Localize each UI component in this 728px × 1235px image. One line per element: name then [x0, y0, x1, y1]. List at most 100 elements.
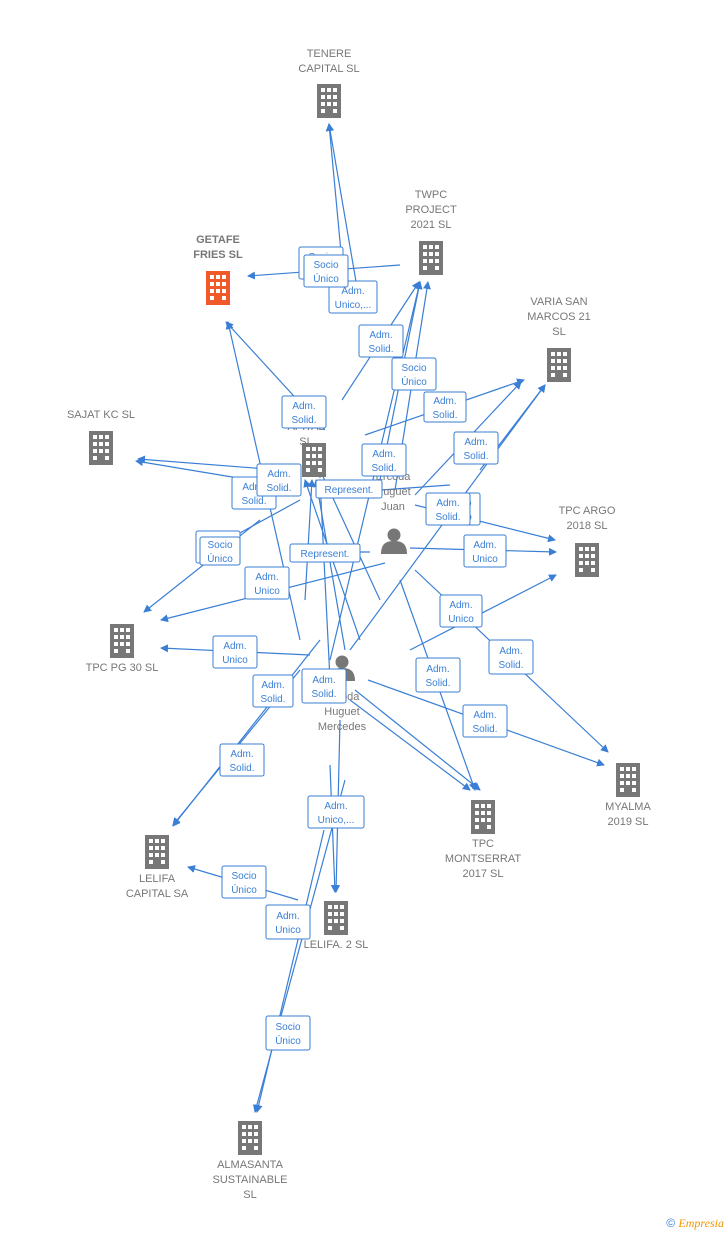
relation-label-box[interactable] [361, 443, 407, 477]
relation-label-e25[interactable]: Adm.Solid. [415, 657, 461, 693]
relation-label-box[interactable] [315, 479, 383, 499]
relation-label-e4[interactable]: Adm.Solid. [358, 324, 404, 358]
relation-label-box[interactable] [415, 657, 461, 693]
building-icon[interactable] [206, 271, 230, 305]
building-icon[interactable] [575, 543, 599, 577]
relation-label-e9[interactable]: Adm.Solid. [453, 431, 499, 465]
relation-label-text: Adm. [499, 646, 522, 657]
node-tpcpg30[interactable]: TPC PG 30 SL [86, 624, 159, 674]
building-icon[interactable] [238, 1121, 262, 1155]
building-icon[interactable] [317, 84, 341, 118]
relation-edge-e12 [137, 455, 281, 471]
relation-label-box[interactable] [244, 566, 290, 600]
building-icon[interactable] [616, 763, 640, 797]
building-icon[interactable] [110, 624, 134, 658]
relation-label-text: Solid. [291, 415, 316, 426]
building-icon[interactable] [324, 901, 348, 935]
building-icon[interactable] [547, 348, 571, 382]
node-label: Huguet [324, 706, 359, 718]
node-sajat[interactable]: SAJAT KC SL [67, 409, 135, 465]
relation-label-box[interactable] [307, 795, 365, 829]
relation-label-box[interactable] [391, 357, 437, 391]
node-label: MYALMA [605, 801, 651, 813]
relation-label-text: Adm. [242, 482, 265, 493]
relation-label-box[interactable] [252, 674, 294, 708]
relation-label-e11[interactable]: Represent. [315, 479, 383, 499]
relation-label-box[interactable] [256, 463, 302, 497]
relation-label-e23[interactable]: Adm.Solid. [219, 743, 265, 777]
building-icon[interactable] [419, 241, 443, 275]
relation-label-text: Solid. [229, 763, 254, 774]
relation-label-box[interactable] [453, 431, 499, 465]
building-icon[interactable] [471, 800, 495, 834]
relation-label-e30[interactable]: Adm.Unico [265, 904, 311, 940]
relation-label-e20[interactable]: Adm.Unico [212, 635, 258, 669]
relation-label-box[interactable] [358, 324, 404, 358]
relation-label-text: Solid. [498, 660, 523, 671]
building-icon[interactable] [89, 431, 113, 465]
relation-label-box[interactable] [462, 704, 508, 738]
relation-edge-e13 [143, 519, 261, 613]
relation-label-box[interactable] [463, 534, 507, 568]
relation-label-box[interactable] [301, 668, 347, 704]
relation-label-box[interactable] [425, 492, 471, 526]
relation-label-e21[interactable]: Adm.Solid. [425, 492, 471, 526]
relation-label-e17[interactable]: Adm.Unico [463, 534, 507, 568]
relation-label-e28[interactable]: Adm.Unico,... [307, 795, 365, 829]
relation-label-box[interactable] [488, 639, 534, 675]
relation-label-e14[interactable]: Represent. [289, 543, 361, 563]
relation-label-e6[interactable]: Adm.Solid. [281, 395, 327, 429]
person-icon[interactable] [381, 528, 407, 555]
relation-label-box[interactable] [289, 543, 361, 563]
relation-label-e8[interactable]: Adm.Solid. [423, 391, 467, 423]
node-tpcargo[interactable]: TPC ARGO 2018 SL [559, 505, 616, 577]
relation-label-box[interactable] [265, 1015, 311, 1051]
node-label: SAJAT KC SL [67, 409, 135, 421]
relation-label-e18[interactable]: Adm.Unico [439, 594, 483, 628]
node-label: PROJECT [405, 204, 457, 216]
relation-label-box[interactable] [221, 865, 267, 899]
relation-label-e26[interactable]: Adm. Solid. [488, 639, 534, 675]
relation-label-box[interactable] [281, 395, 327, 429]
relation-label-box[interactable] [212, 635, 258, 669]
node-label: 2018 SL [567, 520, 608, 532]
node-label: TPC ARGO [559, 505, 616, 517]
relation-label-box[interactable] [303, 254, 349, 288]
node-label: CAPITAL SL [298, 63, 359, 75]
building-icon[interactable] [145, 835, 169, 869]
relation-label-e22[interactable]: Adm.Solid. [252, 674, 294, 708]
relation-label-box[interactable] [199, 536, 241, 566]
relation-label-e27[interactable]: Adm.Solid. [462, 704, 508, 738]
relation-label-text: Socio [313, 260, 338, 271]
relation-label-e24[interactable]: Adm.Solid. [301, 668, 347, 704]
relation-label-e12[interactable]: Adm.Solid. [256, 463, 302, 497]
relation-label-e7[interactable]: Adm.Solid. [361, 443, 407, 477]
relation-label-box[interactable] [328, 280, 378, 314]
relation-label-box[interactable] [265, 904, 311, 940]
node-lelifa2[interactable]: LELIFA. 2 SL [304, 901, 369, 951]
building-icon[interactable] [302, 443, 326, 477]
connector-line [349, 699, 471, 791]
copyright-symbol: © [666, 1216, 676, 1230]
relation-label-text: Adm. [261, 680, 284, 691]
relation-label-e2[interactable]: Adm.Unico,... [328, 280, 378, 314]
relation-label-box[interactable] [439, 594, 483, 628]
relation-label-box[interactable] [423, 391, 467, 423]
relation-label-e16[interactable]: Adm.Unico [244, 566, 290, 600]
relation-label-text: Solid. [371, 463, 396, 474]
relation-edge-e18 [409, 574, 557, 651]
relation-label-box[interactable] [219, 743, 265, 777]
